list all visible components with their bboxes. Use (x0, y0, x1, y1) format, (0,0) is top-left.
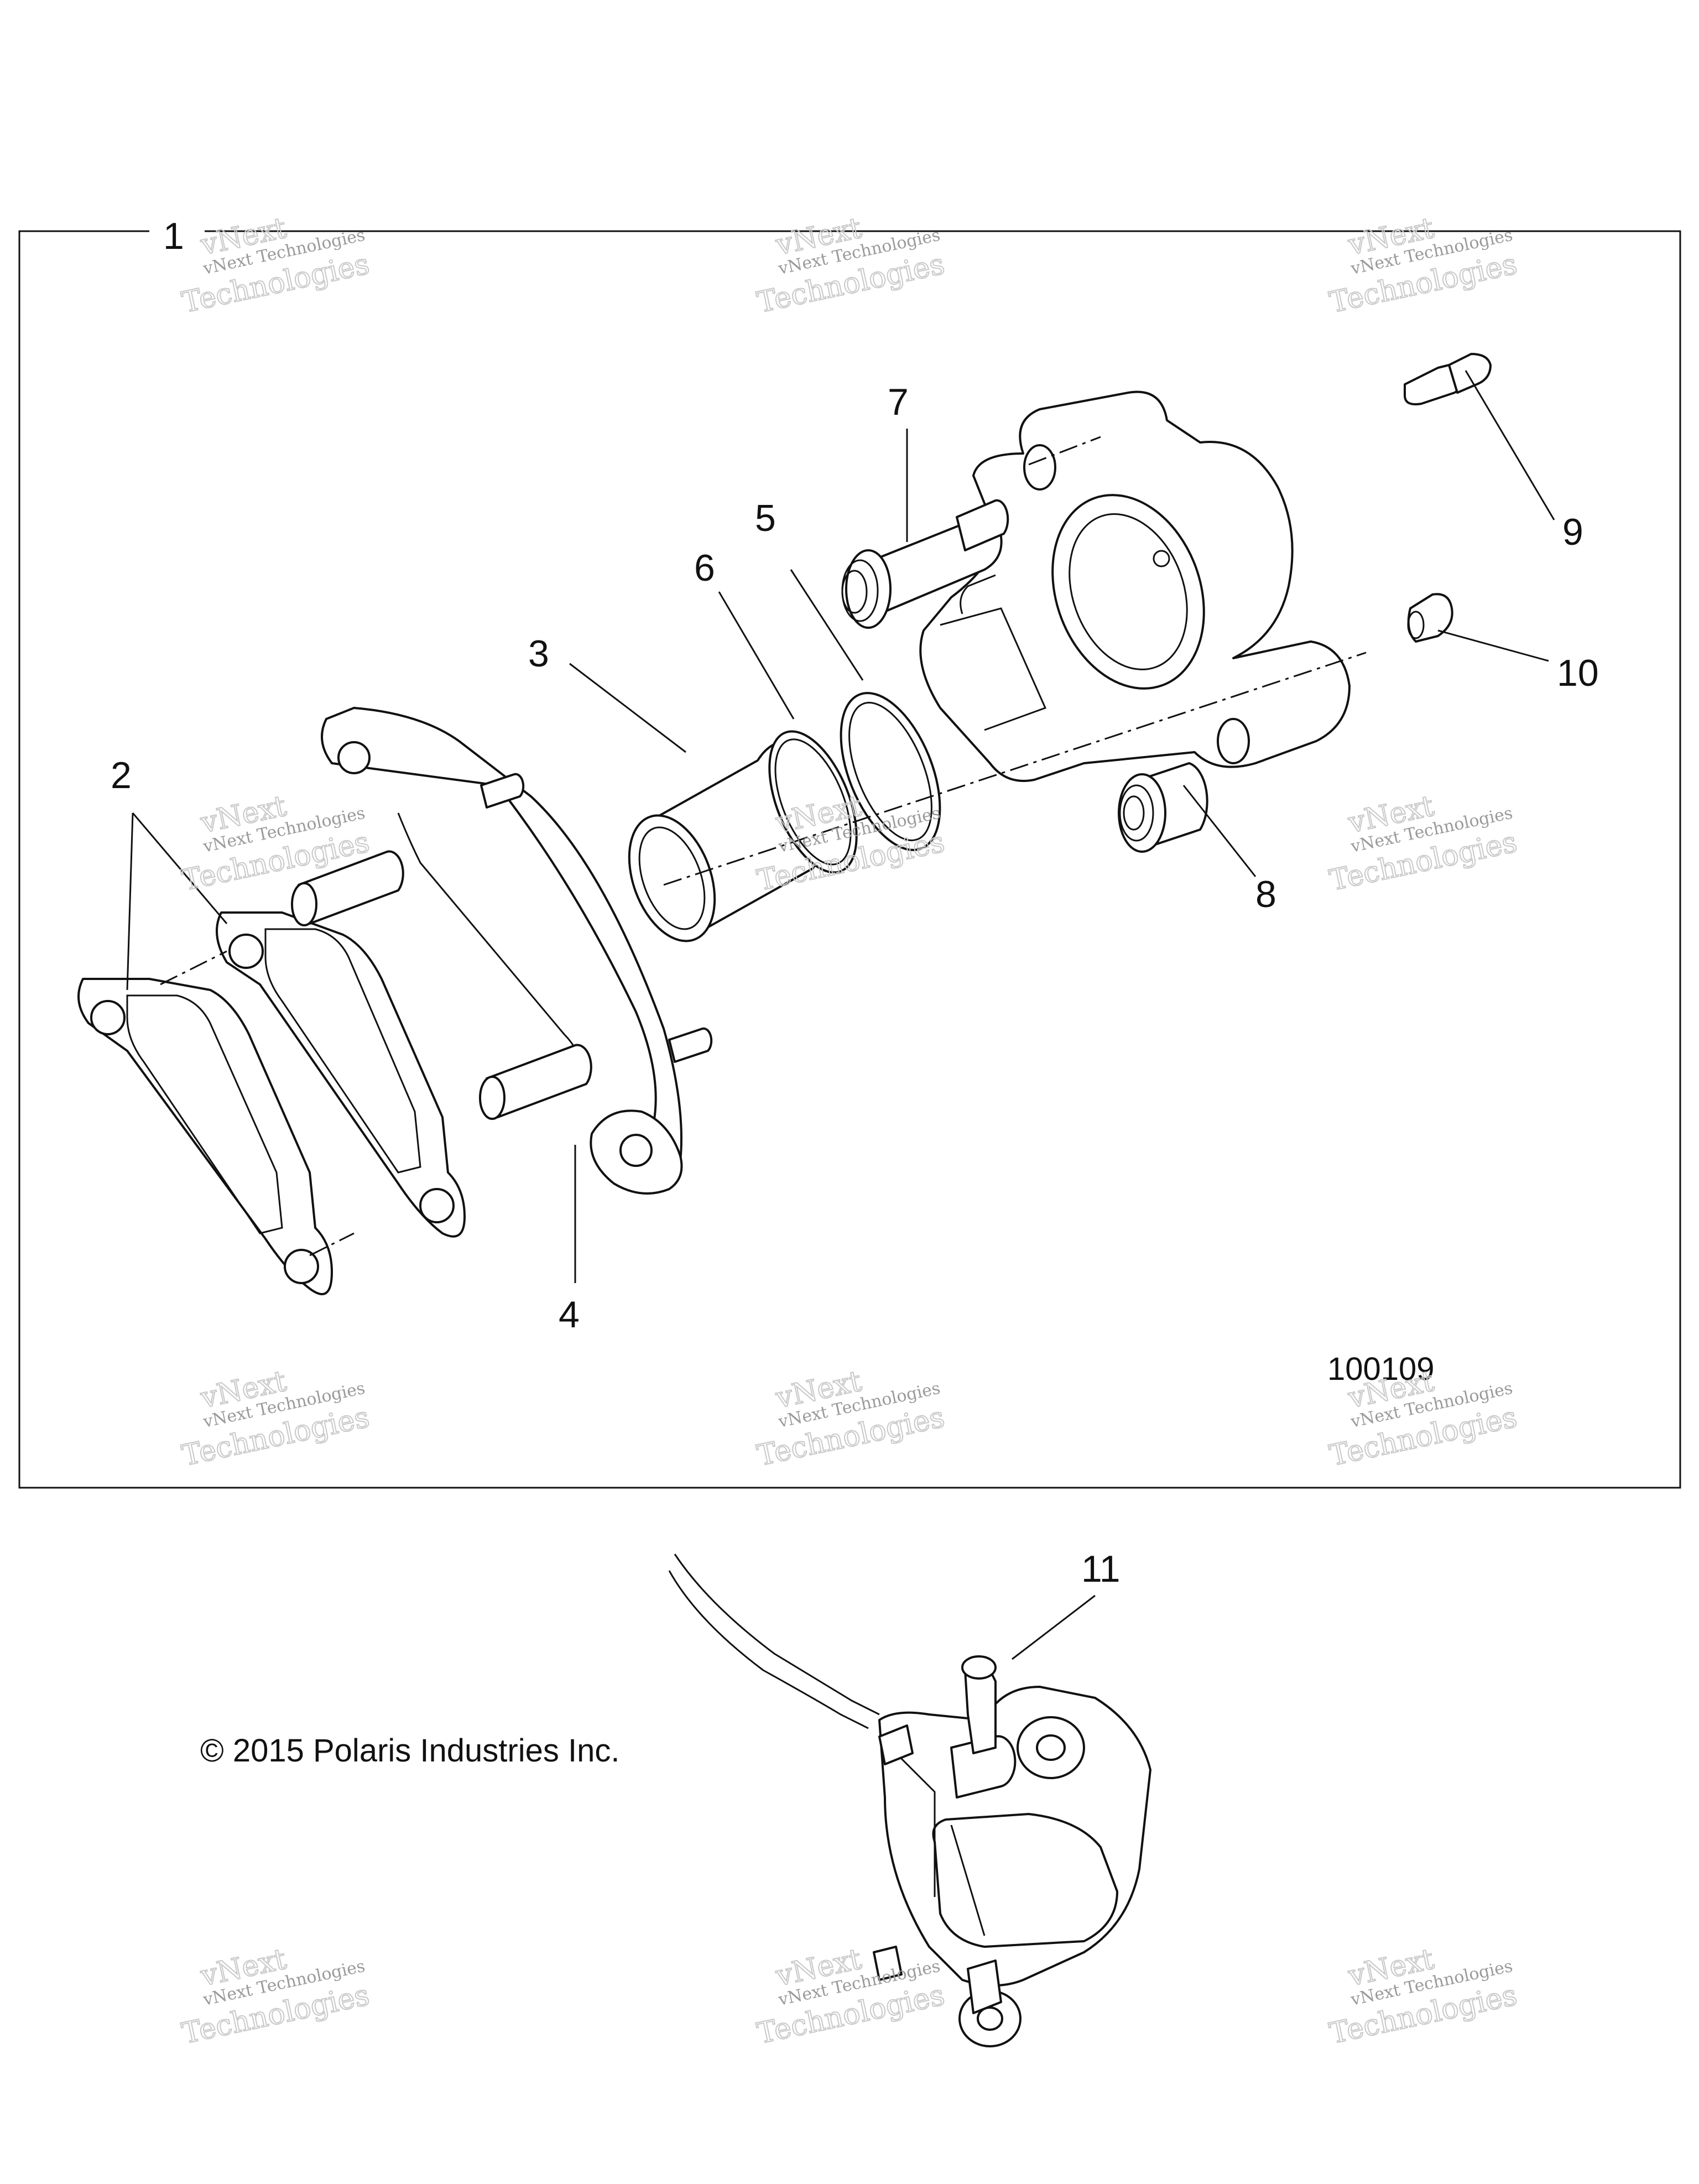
pin-boot-8 (1118, 762, 1208, 853)
watermark: vNext vNext Technologies Technologies (754, 1364, 948, 1473)
figure-number: 100109 (1327, 1351, 1435, 1387)
watermark: vNext vNext Technologies Technologies (754, 211, 948, 320)
leader-lines (126, 370, 1555, 1660)
callout-2: 2 (111, 754, 132, 796)
bleeder-cap (1407, 593, 1453, 643)
bleeder-screw (1404, 353, 1492, 405)
watermark: vNext vNext Technologies Technologies (179, 211, 373, 320)
mounting-bracket (291, 707, 713, 1195)
seal-5 (840, 692, 941, 851)
callout-8: 8 (1255, 873, 1276, 915)
center-lines (663, 436, 1367, 886)
assembly-frame (18, 230, 1681, 1489)
watermark: vNext vNext Technologies Technologies (754, 1942, 948, 2051)
seal-6 (768, 730, 858, 874)
assembled-caliper (668, 1554, 1151, 2047)
brake-pads (77, 911, 466, 1295)
watermark: vNext vNext Technologies Technologies (1326, 211, 1520, 320)
callout-11: 11 (1081, 1548, 1120, 1590)
callout-6: 6 (694, 547, 715, 589)
callout-4: 4 (559, 1294, 580, 1336)
callout-labels: 1 2 3 4 5 6 7 8 9 10 11 (111, 215, 1599, 1590)
callout-5: 5 (755, 497, 776, 539)
callout-9: 9 (1562, 511, 1583, 553)
callout-1: 1 (163, 215, 184, 257)
callout-3: 3 (528, 633, 549, 675)
callout-10: 10 (1557, 652, 1599, 694)
copyright-notice: © 2015 Polaris Industries Inc. (200, 1733, 619, 1769)
watermark: vNext vNext Technologies Technologies (179, 1364, 373, 1473)
guide-pin-7 (841, 499, 1009, 629)
watermark: vNext vNext Technologies Technologies (1326, 789, 1520, 898)
callout-7: 7 (888, 381, 909, 423)
watermark: vNext vNext Technologies Technologies (179, 1942, 373, 2051)
caliper-body (919, 390, 1351, 782)
watermark: vNext vNext Technologies Technologies (1326, 1942, 1520, 2051)
